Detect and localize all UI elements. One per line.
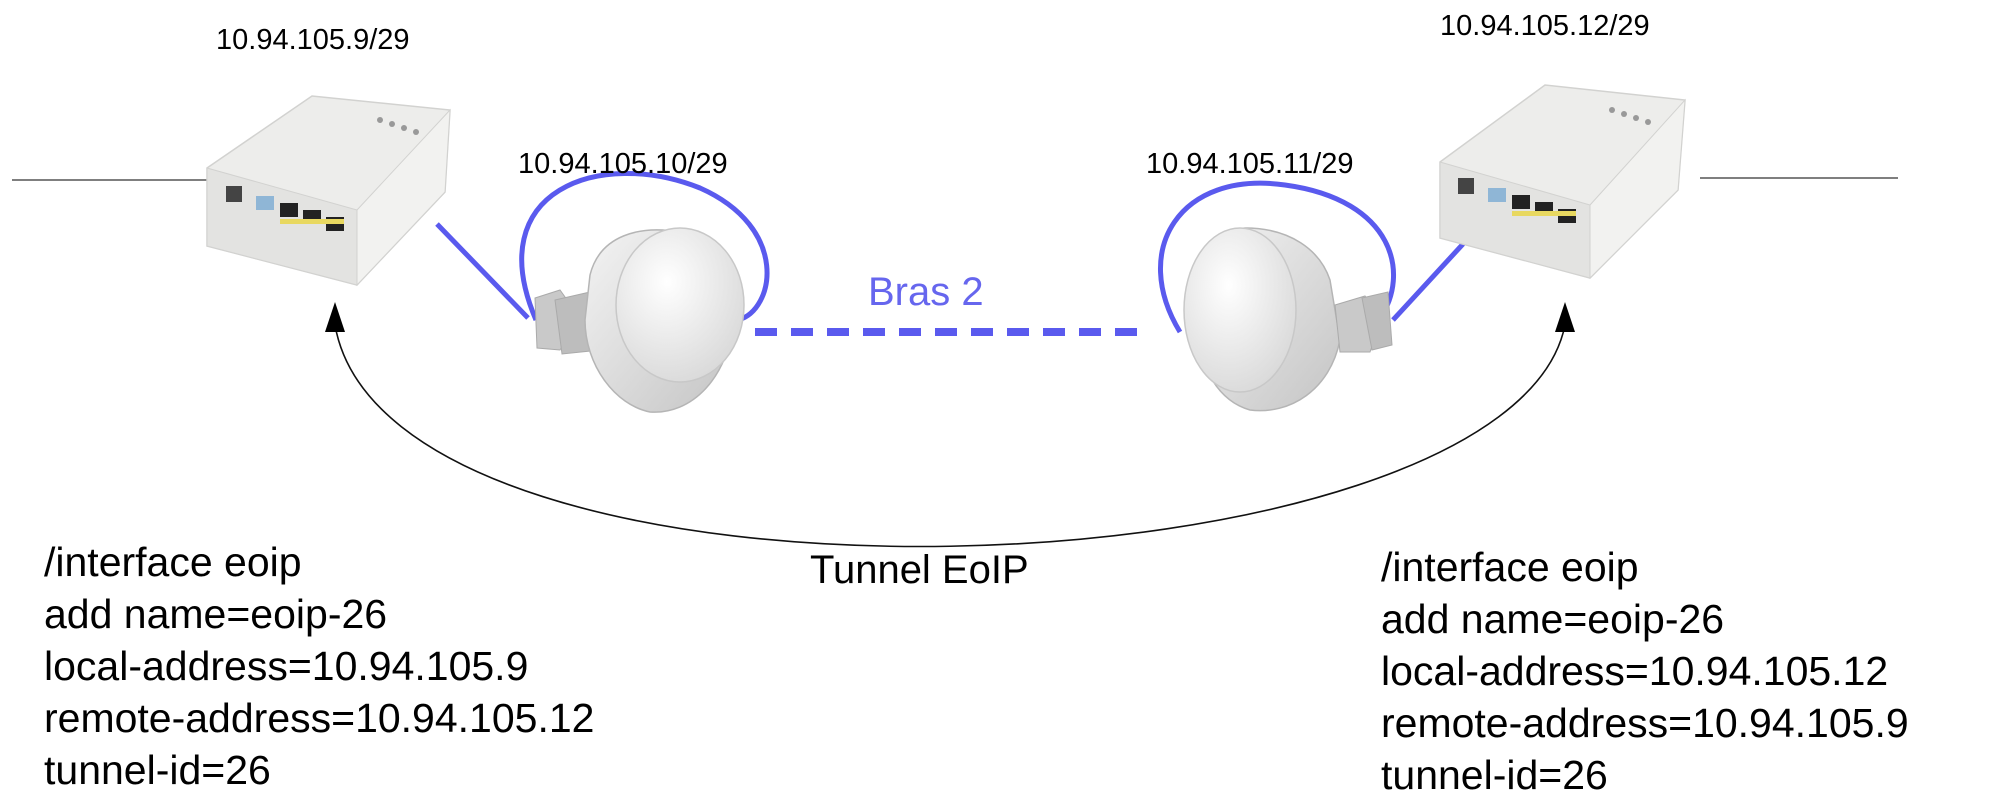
router-left-device <box>206 95 451 287</box>
config-block-right: /interface eoip add name=eoip-26 local-a… <box>1381 541 1909 801</box>
config-line: tunnel-id=26 <box>44 747 271 793</box>
config-line: local-address=10.94.105.12 <box>1381 648 1889 694</box>
config-line: add name=eoip-26 <box>1381 596 1725 642</box>
config-line: /interface eoip <box>1381 544 1639 590</box>
config-line: local-address=10.94.105.9 <box>44 643 529 689</box>
router-right-device <box>1439 84 1686 280</box>
antenna-right-device <box>1183 227 1393 412</box>
tunnel-arc <box>334 324 1566 548</box>
config-line: add name=eoip-26 <box>44 591 388 637</box>
tunnel-label: Tunnel EoIP <box>810 548 1029 592</box>
arrowhead-left <box>325 302 345 332</box>
cable-right-antenna-loop <box>1158 180 1396 334</box>
config-line: remote-address=10.94.105.12 <box>44 695 595 741</box>
antenna-right-ip-label: 10.94.105.11/29 <box>1146 148 1354 180</box>
config-block-left: /interface eoip add name=eoip-26 local-a… <box>44 536 594 796</box>
cable-left-router-antenna <box>435 222 530 320</box>
config-line: /interface eoip <box>44 539 302 585</box>
arrowhead-right <box>1555 302 1575 332</box>
cable-left-antenna-loop <box>519 170 770 323</box>
antenna-left-ip-label: 10.94.105.10/29 <box>518 148 728 180</box>
wireless-link-label: Bras 2 <box>868 270 984 314</box>
antenna-left-device <box>534 227 745 413</box>
router-left-ip-label: 10.94.105.9/29 <box>216 24 410 56</box>
router-right-ip-label: 10.94.105.12/29 <box>1440 10 1650 42</box>
config-line: tunnel-id=26 <box>1381 752 1608 798</box>
config-line: remote-address=10.94.105.9 <box>1381 700 1909 746</box>
